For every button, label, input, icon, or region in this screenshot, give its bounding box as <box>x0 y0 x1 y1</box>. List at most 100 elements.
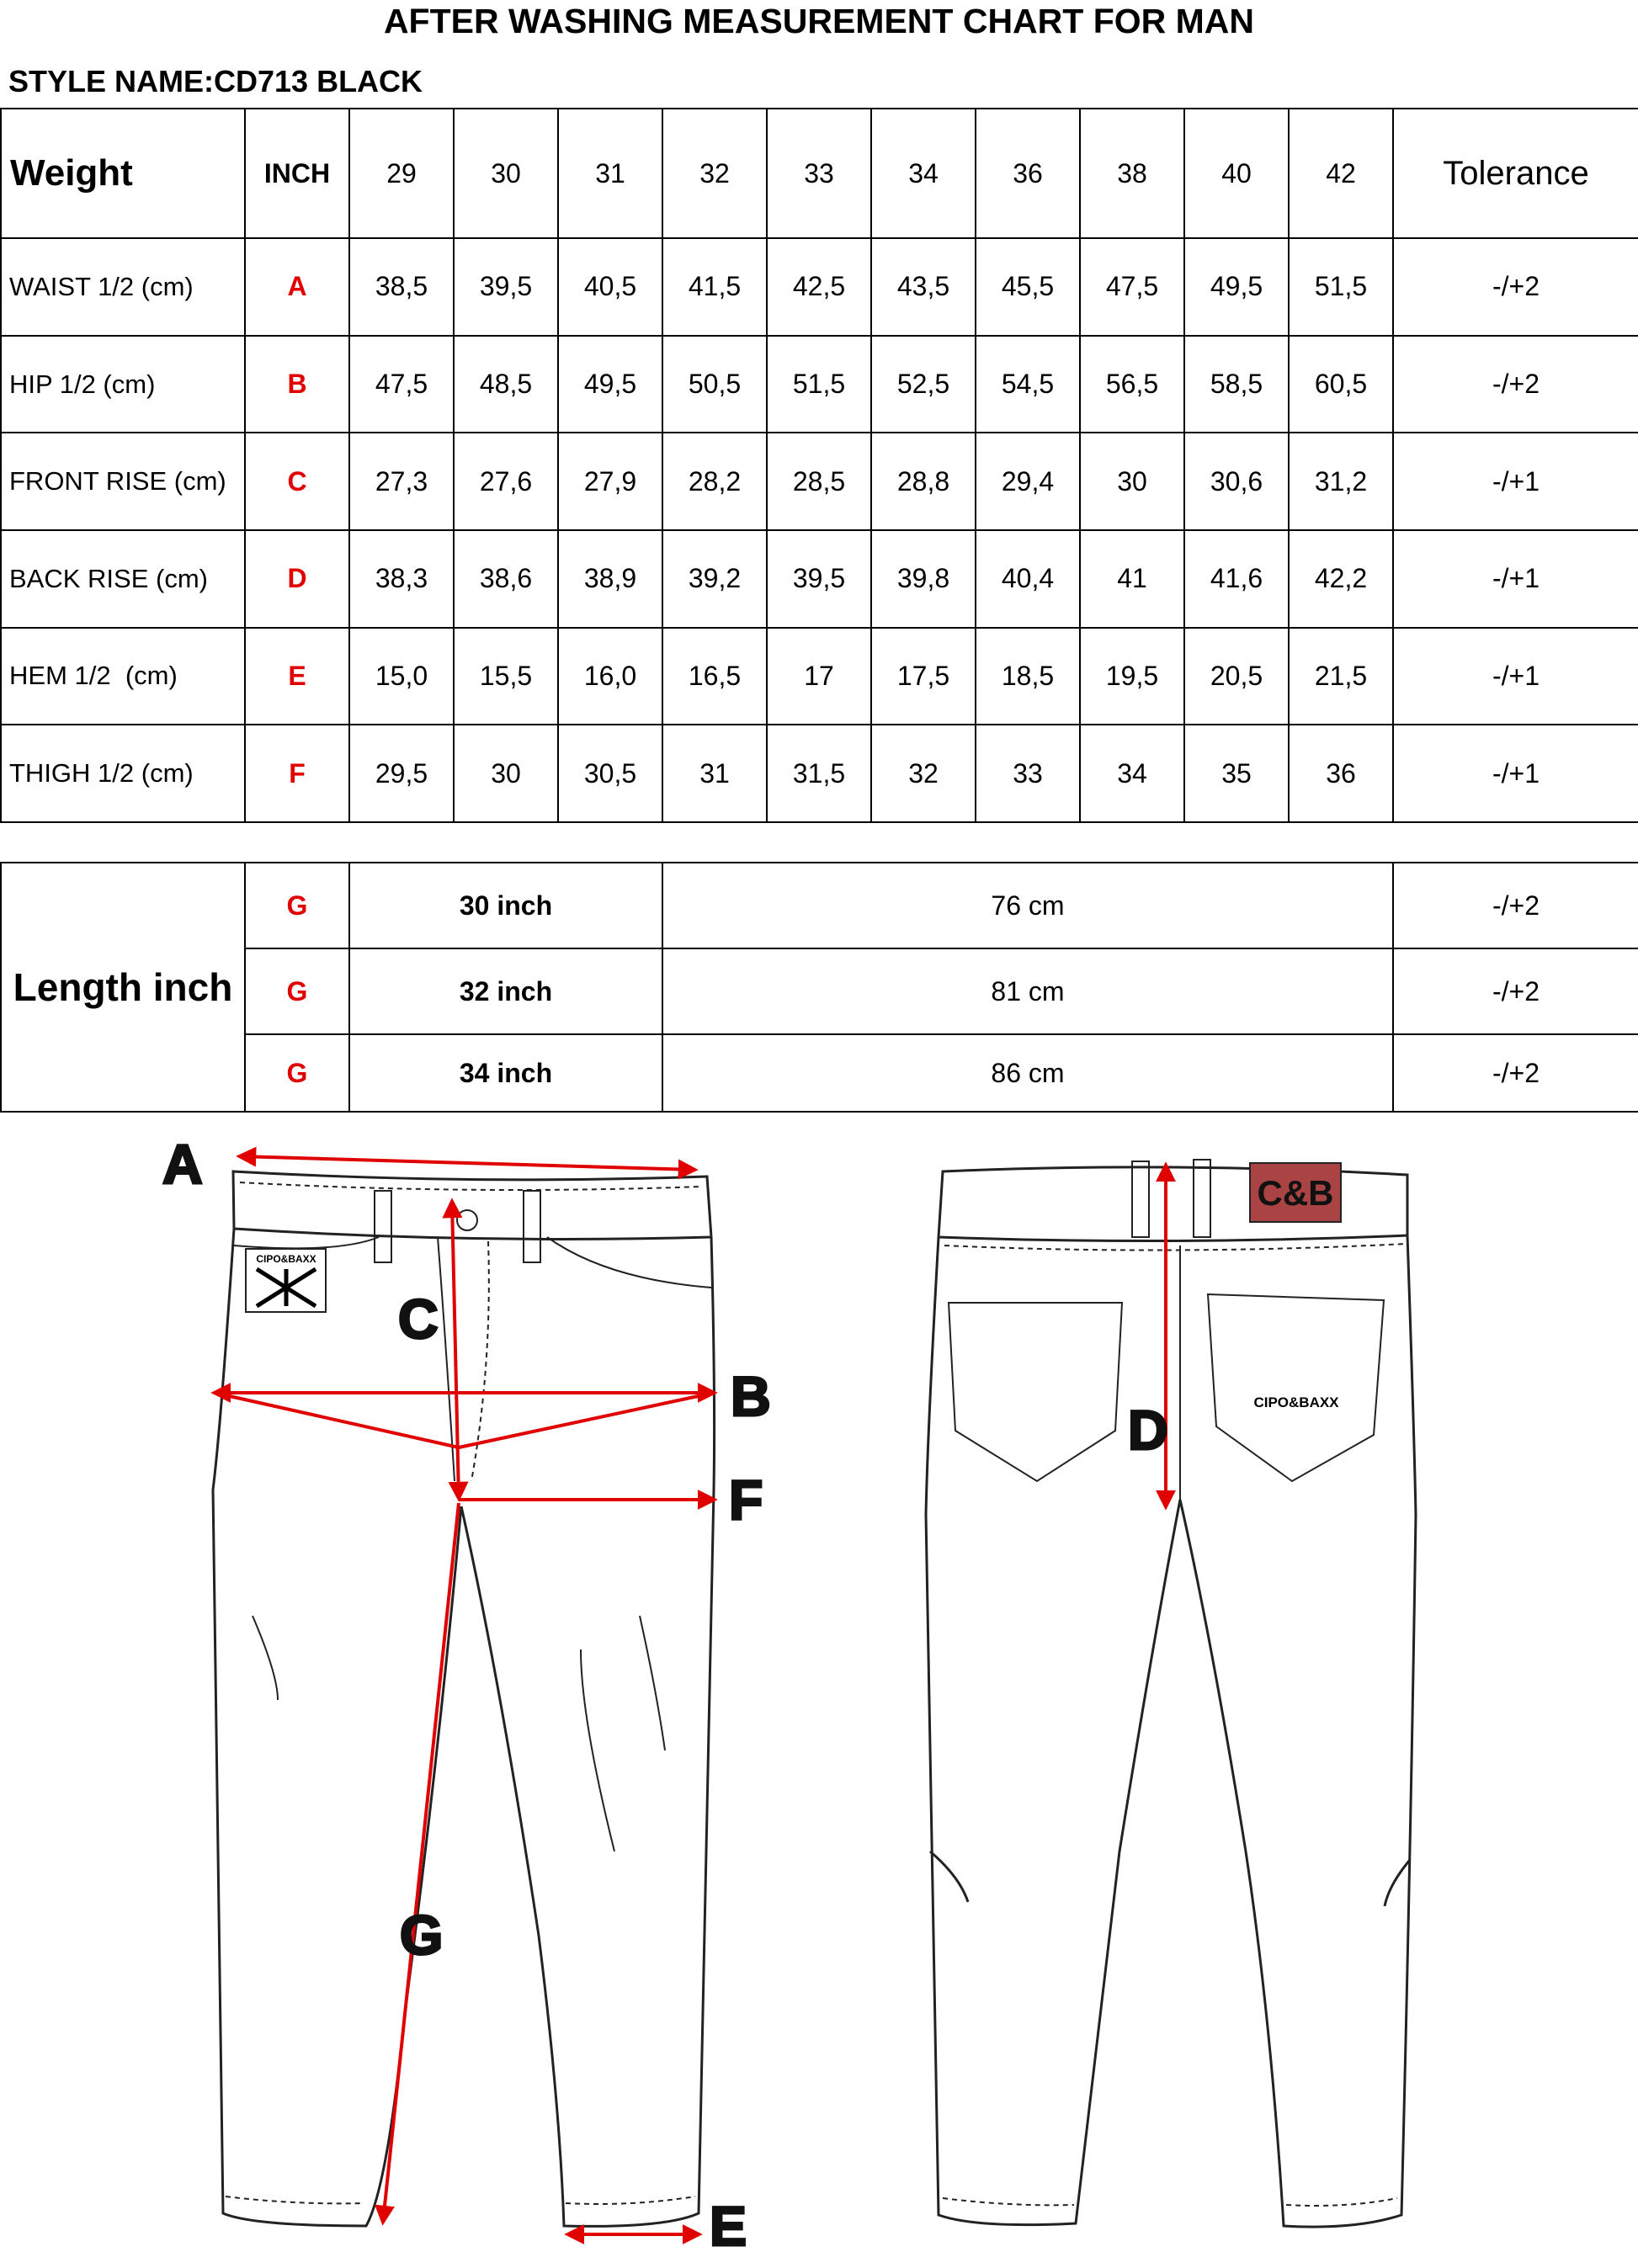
back-waistband-stitch <box>944 1243 1407 1251</box>
belt-loop <box>1131 1161 1150 1238</box>
length-table: Length inch G 30 inch 76 cm -/+2 G 32 in… <box>0 862 1638 1113</box>
table-cell: 18,5 <box>975 626 1081 726</box>
row-label: WAIST 1/2 (cm) <box>0 237 246 337</box>
front-pants-drawing <box>211 1170 716 2228</box>
table-cell: 30,6 <box>1183 432 1290 532</box>
belt-loop <box>1193 1159 1211 1238</box>
row-label: FRONT RISE (cm) <box>0 432 246 532</box>
tolerance-cell: -/+2 <box>1392 1033 1638 1113</box>
measure-line-a <box>236 1146 699 1180</box>
length-label: Length inch <box>0 862 246 1113</box>
pants-diagram: CIPO&BAXX C&B CIPO&BAXX A <box>162 1132 1417 2259</box>
table-cell: 43,5 <box>870 237 976 337</box>
table-cell: 17 <box>766 626 872 726</box>
front-waistband-stitch <box>239 1182 701 1191</box>
front-pocket-right <box>546 1236 712 1288</box>
measure-line-b-diag <box>458 1391 715 1449</box>
length-inch: 34 inch <box>348 1033 663 1113</box>
table-cell: 51,5 <box>766 334 872 434</box>
back-patch: C&B <box>1249 1162 1342 1223</box>
size-header: 31 <box>557 107 663 240</box>
table-cell: 47,5 <box>1079 237 1185 337</box>
table-cell: 28,8 <box>870 432 976 532</box>
table-cell: 32 <box>870 724 976 823</box>
length-cm: 86 cm <box>662 1033 1394 1113</box>
table-cell: 38,6 <box>453 529 559 629</box>
row-code: A <box>244 237 350 337</box>
row-code: F <box>244 724 350 823</box>
row-code: B <box>244 334 350 434</box>
table-cell: 38,3 <box>348 529 455 629</box>
front-hem-right-stitch <box>565 2196 696 2205</box>
back-pants-drawing <box>924 1159 1417 2228</box>
table-row: FRONT RISE (cm) C 27,3 27,6 27,9 28,2 28… <box>0 432 1638 532</box>
back-pocket-right <box>1206 1293 1385 1483</box>
table-cell: 28,5 <box>766 432 872 532</box>
tolerance-cell: -/+1 <box>1392 432 1638 532</box>
label-g: G <box>400 1904 443 1966</box>
back-patch-text: C&B <box>1258 1173 1334 1213</box>
table-cell: 47,5 <box>348 334 455 434</box>
table-cell: 42,2 <box>1288 529 1394 629</box>
tolerance-cell: -/+2 <box>1392 862 1638 949</box>
table-cell: 41 <box>1079 529 1185 629</box>
back-left-leg <box>924 1236 1182 2227</box>
table-cell: 38,9 <box>557 529 663 629</box>
knee-wrinkle <box>580 1649 615 1852</box>
table-cell: 30 <box>453 724 559 823</box>
label-d: D <box>1128 1399 1168 1461</box>
tolerance-cell: -/+2 <box>1392 334 1638 434</box>
size-header: 40 <box>1183 107 1290 240</box>
tolerance-header: Tolerance <box>1392 107 1638 240</box>
table-cell: 30,5 <box>557 724 663 823</box>
table-cell: 42,5 <box>766 237 872 337</box>
table-cell: 27,9 <box>557 432 663 532</box>
size-header: 42 <box>1288 107 1394 240</box>
front-pocket-left <box>233 1236 380 1250</box>
knee-wrinkle <box>639 1615 666 1751</box>
front-measure-lines <box>210 1146 718 2244</box>
table-cell: 28,2 <box>662 432 768 532</box>
length-row: Length inch G 30 inch 76 cm -/+2 <box>0 862 1638 1113</box>
belt-loop <box>523 1190 541 1263</box>
table-cell: 40,5 <box>557 237 663 337</box>
table-cell: 31 <box>662 724 768 823</box>
table-cell: 41,6 <box>1183 529 1290 629</box>
table-cell: 15,5 <box>453 626 559 726</box>
table-cell: 49,5 <box>557 334 663 434</box>
table-cell: 33 <box>975 724 1081 823</box>
table-row: BACK RISE (cm) D 38,3 38,6 38,9 39,2 39,… <box>0 529 1638 629</box>
length-row: G 34 inch 86 cm -/+2 <box>1 1033 1638 1113</box>
table-cell: 20,5 <box>1183 626 1290 726</box>
length-cm: 76 cm <box>662 862 1394 949</box>
measure-line-c <box>442 1198 469 1502</box>
row-code: E <box>244 626 350 726</box>
label-a: A <box>162 1133 203 1195</box>
front-patch-text: CIPO&BAXX <box>256 1253 316 1265</box>
row-label: HEM 1/2 (cm) <box>0 626 246 726</box>
table-cell: 41,5 <box>662 237 768 337</box>
table-cell: 35 <box>1183 724 1290 823</box>
table-cell: 58,5 <box>1183 334 1290 434</box>
label-e: E <box>710 2195 747 2257</box>
table-cell: 48,5 <box>453 334 559 434</box>
table-cell: 27,6 <box>453 432 559 532</box>
page-title: AFTER WASHING MEASUREMENT CHART FOR MAN <box>383 2 1255 40</box>
table-cell: 16,5 <box>662 626 768 726</box>
front-left-leg <box>211 1228 463 2228</box>
table-cell: 27,3 <box>348 432 455 532</box>
diagram-labels: A B C D E F G <box>162 1132 1170 2259</box>
table-row: WAIST 1/2 (cm) A 38,5 39,5 40,5 41,5 42,… <box>0 237 1638 337</box>
size-header: 38 <box>1079 107 1185 240</box>
size-header: 32 <box>662 107 768 240</box>
label-c: C <box>398 1288 439 1350</box>
table-cell: 54,5 <box>975 334 1081 434</box>
front-fly-stitch <box>471 1240 490 1482</box>
table-cell: 38,5 <box>348 237 455 337</box>
table-cell: 52,5 <box>870 334 976 434</box>
table-cell: 16,0 <box>557 626 663 726</box>
table-cell: 56,5 <box>1079 334 1185 434</box>
table-cell: 31,5 <box>766 724 872 823</box>
table-cell: 49,5 <box>1183 237 1290 337</box>
table-cell: 39,5 <box>453 237 559 337</box>
